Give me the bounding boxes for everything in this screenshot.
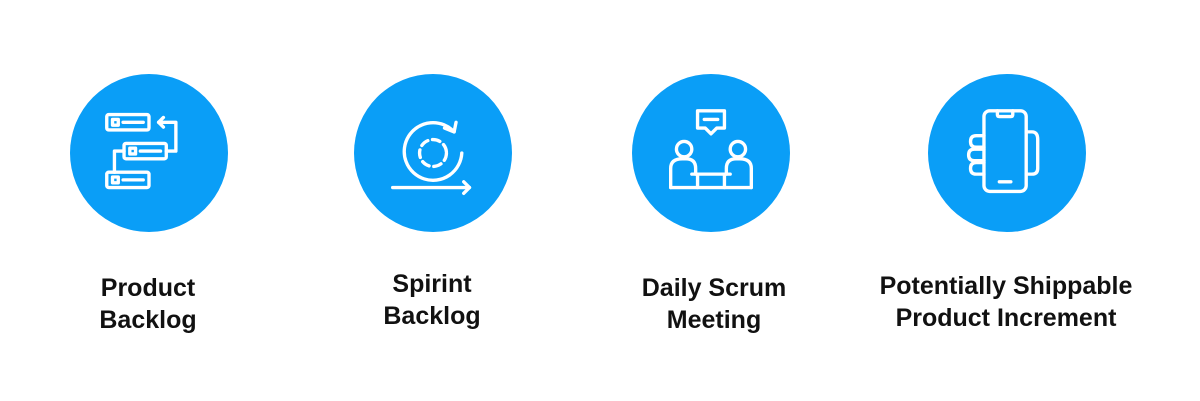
step-label-line2: Backlog bbox=[383, 302, 481, 330]
smartphone-hand-icon bbox=[966, 109, 1040, 194]
step-label-line2: Product Increment bbox=[895, 304, 1117, 332]
step-daily-scrum: Daily Scrum Meeting bbox=[584, 0, 844, 401]
sprint-cycle-icon bbox=[391, 120, 472, 195]
step-label: Potentially Shippable Product Increment bbox=[876, 270, 1136, 334]
step-label-line1: Potentially Shippable bbox=[879, 272, 1133, 300]
step-label: Daily Scrum Meeting bbox=[584, 272, 844, 336]
step-label-line1: Daily Scrum bbox=[641, 274, 787, 302]
step-label-line2: Meeting bbox=[666, 306, 762, 334]
step-circle bbox=[354, 74, 512, 232]
step-label: Spirint Backlog bbox=[302, 268, 562, 332]
step-circle bbox=[632, 74, 790, 232]
step-label-line1: Product bbox=[100, 274, 196, 302]
step-shippable-increment: Potentially Shippable Product Increment bbox=[876, 0, 1136, 401]
step-label: Product Backlog bbox=[18, 272, 278, 336]
step-circle bbox=[70, 74, 228, 232]
step-label-line2: Backlog bbox=[99, 306, 197, 334]
meeting-icon bbox=[669, 109, 753, 190]
backlog-list-icon bbox=[105, 112, 178, 190]
step-label-line1: Spirint bbox=[392, 270, 472, 298]
step-product-backlog: Product Backlog bbox=[18, 0, 278, 401]
step-sprint-backlog: Spirint Backlog bbox=[302, 0, 562, 401]
step-circle bbox=[928, 74, 1086, 232]
